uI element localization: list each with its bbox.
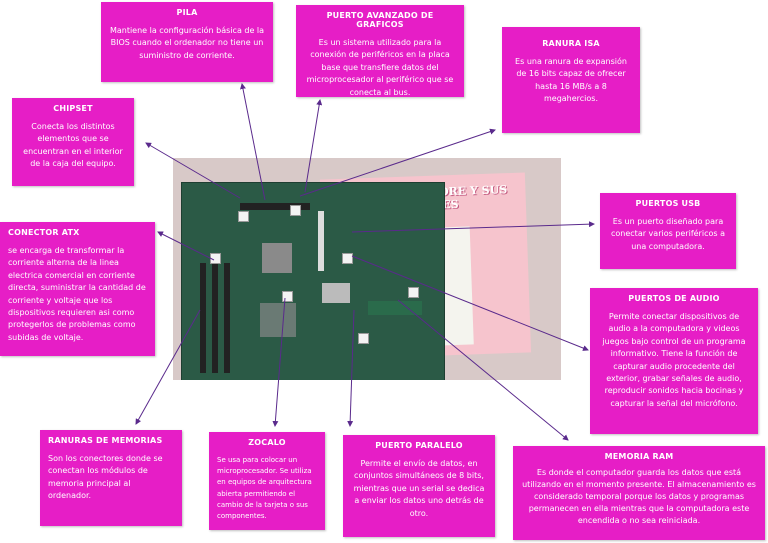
box-text: se encarga de transformar la corriente a… xyxy=(8,246,146,342)
memoria-ram-box: MEMORIA RAM Es donde el computador guard… xyxy=(513,446,765,540)
box-text: Es un sistema utilizado para la conexión… xyxy=(306,38,454,97)
box-text: Es una ranura de expansión de 16 bits ca… xyxy=(515,57,627,104)
motherboard-photo: TARJETA MADRE Y SUS PARTES xyxy=(173,158,561,380)
box-title: RANURAS DE MEMORIAS xyxy=(48,436,163,445)
box-text: Conecta los distintos elementos que se e… xyxy=(23,122,123,169)
box-title: RANURA ISA xyxy=(542,39,600,48)
connector-line-memoria-ram xyxy=(397,299,569,441)
pila-box: PILA Mantiene la configuración básica de… xyxy=(101,2,273,82)
box-title: PUERTOS DE AUDIO xyxy=(628,294,720,303)
puerto-avanzado-box: PUERTO AVANZADO DE GRAFICOS Es un sistem… xyxy=(296,5,464,97)
box-title: PUERTO PARALELO xyxy=(375,441,463,450)
connector-line-puertos-usb xyxy=(351,221,595,233)
puerto-paralelo-box: PUERTO PARALELO Permite el envío de dato… xyxy=(343,435,495,537)
connector-line-ranuras-memorias xyxy=(135,309,201,425)
connector-line-puerto-paralelo xyxy=(347,309,355,427)
puertos-audio-box: PUERTOS DE AUDIO Permite conectar dispos… xyxy=(590,288,758,434)
connector-line-ranura-isa xyxy=(299,128,496,197)
box-text: Son los conectores donde se conectan los… xyxy=(48,454,163,501)
connector-line-zocalo xyxy=(272,297,286,427)
box-title: PILA xyxy=(176,8,198,17)
connector-line-conector-atx xyxy=(157,231,215,261)
expansion-slot xyxy=(318,211,324,271)
label-tag xyxy=(238,211,249,222)
label-tag xyxy=(358,333,369,344)
label-tag xyxy=(342,253,353,264)
memory-slot xyxy=(200,263,206,373)
io-port xyxy=(322,283,350,303)
box-title: CHIPSET xyxy=(53,104,93,113)
cpu-socket xyxy=(260,303,296,337)
memory-slot xyxy=(212,263,218,373)
connector-line-pila xyxy=(240,83,266,201)
box-title: PUERTOS USB xyxy=(635,199,701,208)
ranura-isa-box: RANURA ISA Es una ranura de expansión de… xyxy=(502,27,640,133)
conector-atx-box: CONECTOR ATX se encarga de transformar l… xyxy=(0,222,155,356)
box-title: CONECTOR ATX xyxy=(8,228,80,237)
box-title: MEMORIA RAM xyxy=(604,452,674,461)
box-text: Permite conectar dispositivos de audio a… xyxy=(602,312,746,408)
puertos-usb-box: PUERTOS USB Es un puerto diseñado para c… xyxy=(600,193,736,269)
box-text: Es un puerto diseñado para conectar vari… xyxy=(611,217,725,251)
box-text: Permite el envío de datos, en conjuntos … xyxy=(353,459,485,518)
chipset-box: CHIPSET Conecta los distintos elementos … xyxy=(12,98,134,186)
box-title: ZOCALO xyxy=(248,438,286,447)
connector-line-chipset xyxy=(145,142,241,199)
chipset-heatsink xyxy=(262,243,292,273)
motherboard xyxy=(181,182,445,380)
box-text: Se usa para colocar un microprocesador. … xyxy=(217,456,312,520)
label-tag xyxy=(408,287,419,298)
connector-line-puertos-audio xyxy=(351,255,589,351)
box-text: Es donde el computador guarda los datos … xyxy=(522,468,756,525)
box-text: Mantiene la configuración básica de la B… xyxy=(109,26,265,60)
label-tag xyxy=(290,205,301,216)
memory-slot xyxy=(224,263,230,373)
expansion-slot xyxy=(240,203,310,210)
box-title: PUERTO AVANZADO DE GRAFICOS xyxy=(326,11,434,29)
label-tag xyxy=(282,291,293,302)
connector-line-puerto-avanzado xyxy=(304,99,323,193)
ram-module xyxy=(368,301,422,315)
zocalo-box: ZOCALO Se usa para colocar un microproce… xyxy=(209,432,325,530)
ranuras-memorias-box: RANURAS DE MEMORIAS Son los conectores d… xyxy=(40,430,182,526)
